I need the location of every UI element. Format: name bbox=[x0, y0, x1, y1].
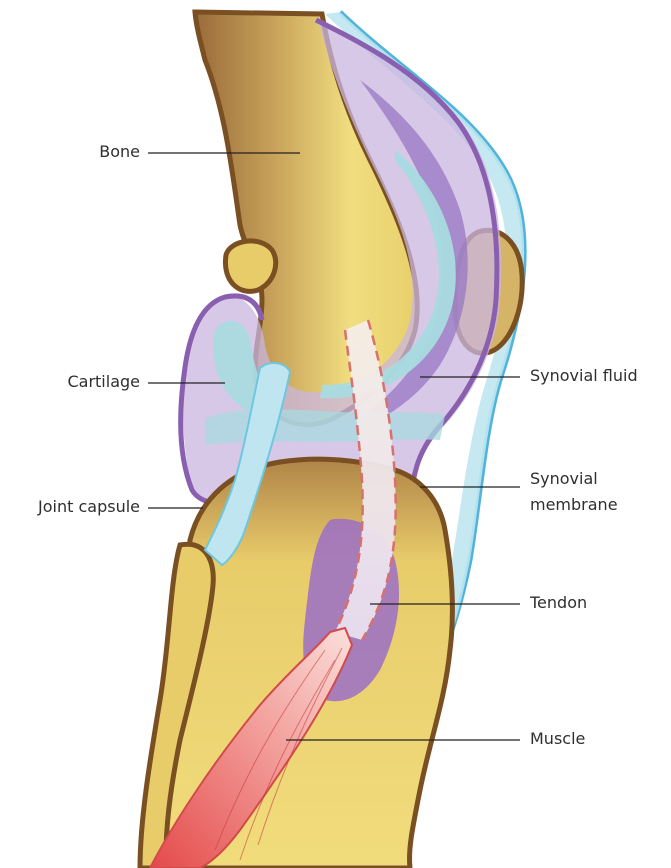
label-synovial-fluid: Synovial fluid bbox=[530, 365, 638, 387]
label-cartilage: Cartilage bbox=[10, 371, 140, 393]
label-bone: Bone bbox=[60, 141, 140, 163]
femur-nub bbox=[225, 241, 275, 291]
label-muscle: Muscle bbox=[530, 728, 585, 750]
label-joint-capsule: Joint capsule bbox=[0, 496, 140, 518]
label-tendon: Tendon bbox=[530, 592, 587, 614]
label-synovial-membrane: Synovial membrane bbox=[530, 466, 640, 518]
